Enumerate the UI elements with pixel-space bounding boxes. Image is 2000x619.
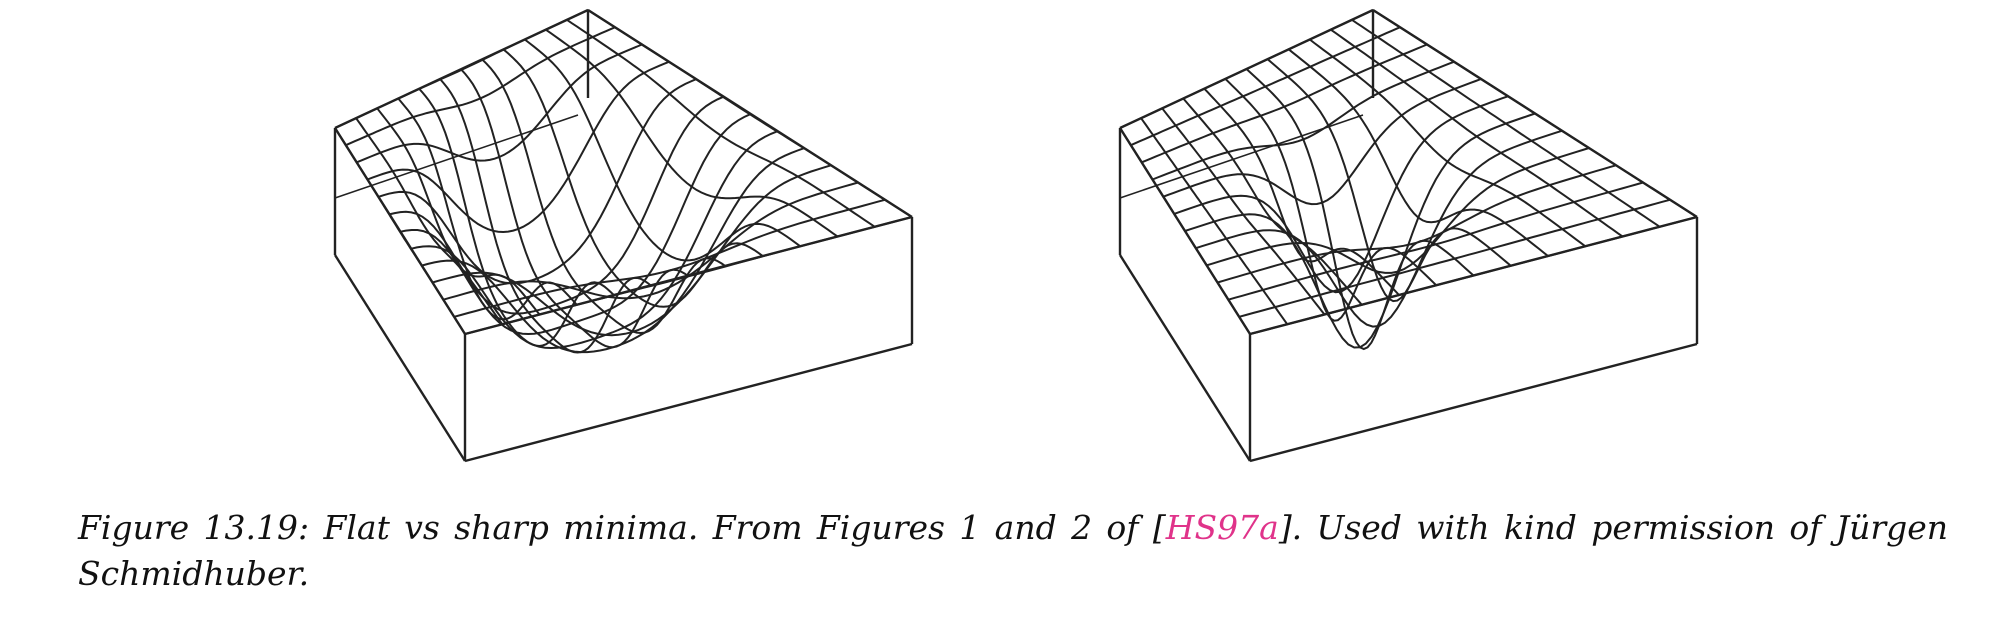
mesh-line (1309, 38, 1586, 248)
mesh-line (421, 147, 805, 354)
wireframe-box (333, 8, 914, 463)
mesh-line (1224, 78, 1437, 322)
mesh-line (1140, 117, 1289, 325)
mesh-line (1288, 48, 1549, 257)
figure-caption: Figure 13.19: Flat vs sharp minima. From… (78, 505, 1948, 597)
sharp-minimum-surface (1118, 8, 1699, 463)
mesh-line (1266, 58, 1512, 303)
surface-mesh (1119, 9, 1698, 351)
flat-minimum-surface (333, 8, 914, 463)
mesh-line (587, 9, 913, 218)
caption-text-before: Flat vs sharp minima. From Figures 1 and… (309, 508, 1166, 547)
citation-link[interactable]: HS97a (1165, 508, 1279, 547)
mesh-line (334, 127, 466, 335)
mesh-line (1119, 127, 1251, 335)
mesh-line (1245, 68, 1475, 351)
mesh-line (355, 117, 504, 325)
caption-label: Figure 13.19: (78, 508, 310, 547)
mesh-line (345, 26, 616, 147)
box-edge (1118, 254, 1252, 462)
caption-text-after: ]. Used with kind permission of Jürgen S… (78, 508, 1949, 593)
flat-minimum-plot (320, 0, 940, 480)
mesh-line (566, 18, 876, 228)
mesh-line (376, 107, 541, 316)
box-edge (464, 342, 913, 463)
mesh-line (397, 97, 578, 321)
mesh-line (1330, 28, 1624, 238)
box-edge (333, 254, 467, 462)
mesh-line (503, 48, 764, 308)
box-edge (334, 114, 579, 199)
box-edge (1249, 342, 1698, 463)
mesh-line (439, 78, 652, 354)
mesh-line (1203, 88, 1400, 296)
surface-mesh (334, 9, 913, 354)
wireframe-box (1118, 8, 1699, 463)
mesh-line (1372, 9, 1698, 218)
figure-row (320, 0, 1725, 480)
mesh-line (545, 28, 839, 238)
mesh-line (524, 38, 801, 262)
mesh-line (1161, 107, 1326, 316)
mesh-line (377, 78, 697, 285)
mesh-line (481, 59, 727, 335)
sharp-minimum-plot (1105, 0, 1725, 480)
mesh-line (460, 69, 690, 349)
mesh-line (1351, 18, 1661, 228)
mesh-line (1182, 97, 1363, 306)
